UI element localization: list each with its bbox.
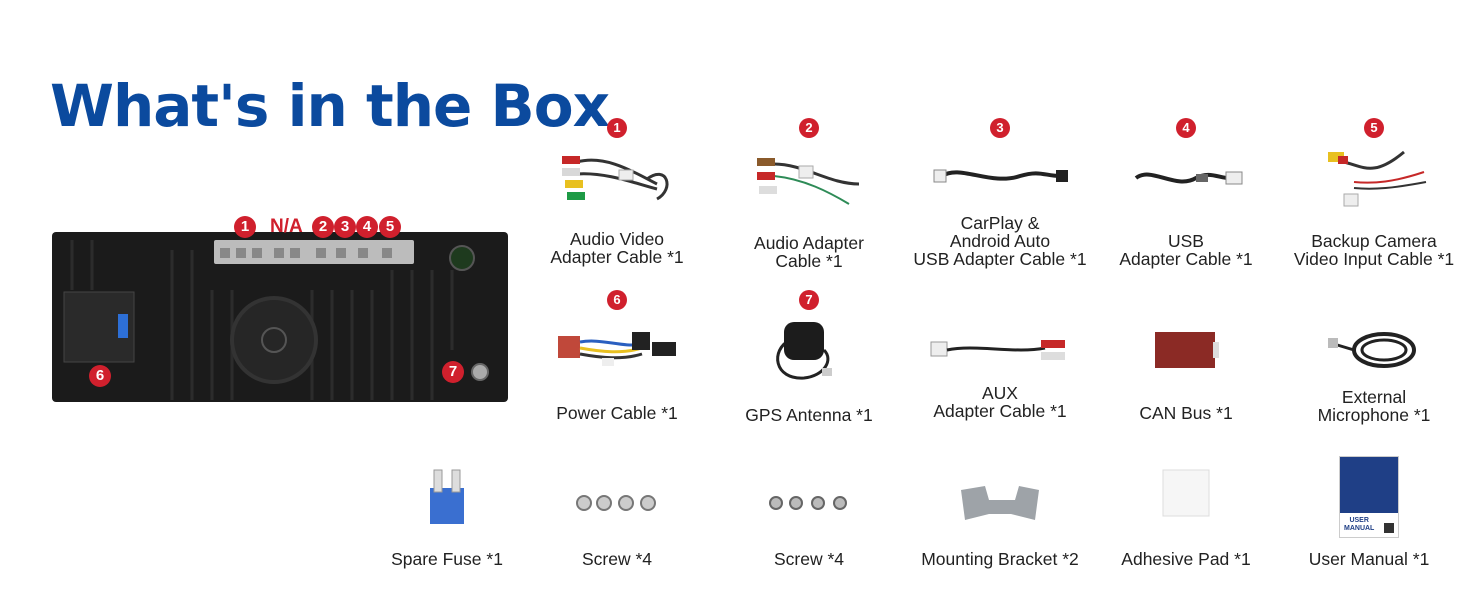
item-audio-video-cable: 1 Audio Video Adapter Cable *1 [522,118,712,268]
microphone-icon [1328,332,1416,368]
port-badge-4: 4 [356,216,378,238]
item-label: CAN Bus *1 [1139,403,1233,423]
port-badge-6: 6 [89,365,111,387]
item-number-6: 6 [607,290,627,310]
item-usb-carplay-cable: 3 CarPlay & Android Auto USB Adapter Cab… [905,118,1095,270]
item-label: Screw *4 [581,549,653,569]
port-badge-5: 5 [379,216,401,238]
item-number-3: 3 [990,118,1010,138]
item-number-1: 1 [607,118,627,138]
screw-icon [576,495,656,511]
item-microphone: External Microphone *1 [1279,290,1464,426]
item-adhesive-pad: Adhesive Pad *1 [1091,460,1281,570]
item-label: Power Cable *1 [556,403,678,423]
manual-cover-text: USER MANUAL [1344,517,1375,532]
item-label: Audio Video Adapter Cable *1 [550,229,684,267]
screw-icon [769,496,847,510]
power-cable-icon [558,332,676,366]
item-label: Adhesive Pad *1 [1121,549,1251,569]
item-backup-camera-cable: 5 Backup Camera Video Input Cable *1 [1279,118,1464,268]
head-unit-image [52,232,508,402]
item-label: USB Adapter Cable *1 [1119,231,1253,269]
item-label: Backup Camera Video Input Cable *1 [1293,231,1455,269]
item-aux-cable: AUX Adapter Cable *1 [905,290,1095,426]
port-badge-2: 2 [312,216,334,238]
fuse-icon [430,469,464,524]
port-na-label: N/A [270,216,303,237]
aux-cable-icon [930,340,1065,360]
user-manual-icon: USER MANUAL [1339,456,1399,538]
item-gps-antenna: 7 GPS Antenna *1 [714,290,904,426]
rca-av-cable-icon [562,156,669,201]
item-screw-b: Screw *4 [714,460,904,570]
port-badge-3: 3 [334,216,356,238]
item-screw-a: Screw *4 [522,460,712,570]
page-title: What's in the Box [50,72,610,140]
item-spare-fuse: Spare Fuse *1 [352,460,542,570]
item-mounting-bracket: Mounting Bracket *2 [905,460,1095,570]
item-label: AUX Adapter Cable *1 [933,383,1067,421]
item-number-5: 5 [1364,118,1384,138]
item-audio-adapter-cable: 2 Audio Adapter Cable *1 [714,118,904,271]
port-badge-7: 7 [442,361,464,383]
gps-antenna-icon [776,322,832,380]
usb-carplay-cable-icon [933,169,1068,183]
canbus-icon [1155,332,1219,368]
port-badge-1: 1 [234,216,256,238]
item-number-2: 2 [799,118,819,138]
backup-camera-cable-icon [1328,150,1427,207]
item-power-cable: 6 Power Cable *1 [522,290,712,426]
item-label: Screw *4 [773,549,845,569]
item-label: GPS Antenna *1 [745,405,873,425]
item-number-7: 7 [799,290,819,310]
item-label: User Manual *1 [1308,549,1430,569]
item-label: External Microphone *1 [1317,387,1431,425]
item-number-4: 4 [1176,118,1196,138]
item-label: Mounting Bracket *2 [921,549,1079,569]
bracket-icon [961,486,1039,520]
item-label: Audio Adapter Cable *1 [754,233,864,271]
audio-adapter-cable-icon [757,158,860,205]
adhesive-pad-icon [1162,469,1210,517]
item-user-manual: USER MANUAL User Manual *1 [1274,456,1464,570]
item-usb-adapter-cable: 4 USB Adapter Cable *1 [1091,118,1281,268]
item-label: Spare Fuse *1 [391,549,503,569]
item-canbus: CAN Bus *1 [1091,290,1281,426]
head-unit-rear: 1 N/A 2 3 4 5 6 7 [52,216,508,402]
usb-adapter-cable-icon [1134,171,1243,185]
item-label: CarPlay & Android Auto USB Adapter Cable… [913,213,1087,269]
